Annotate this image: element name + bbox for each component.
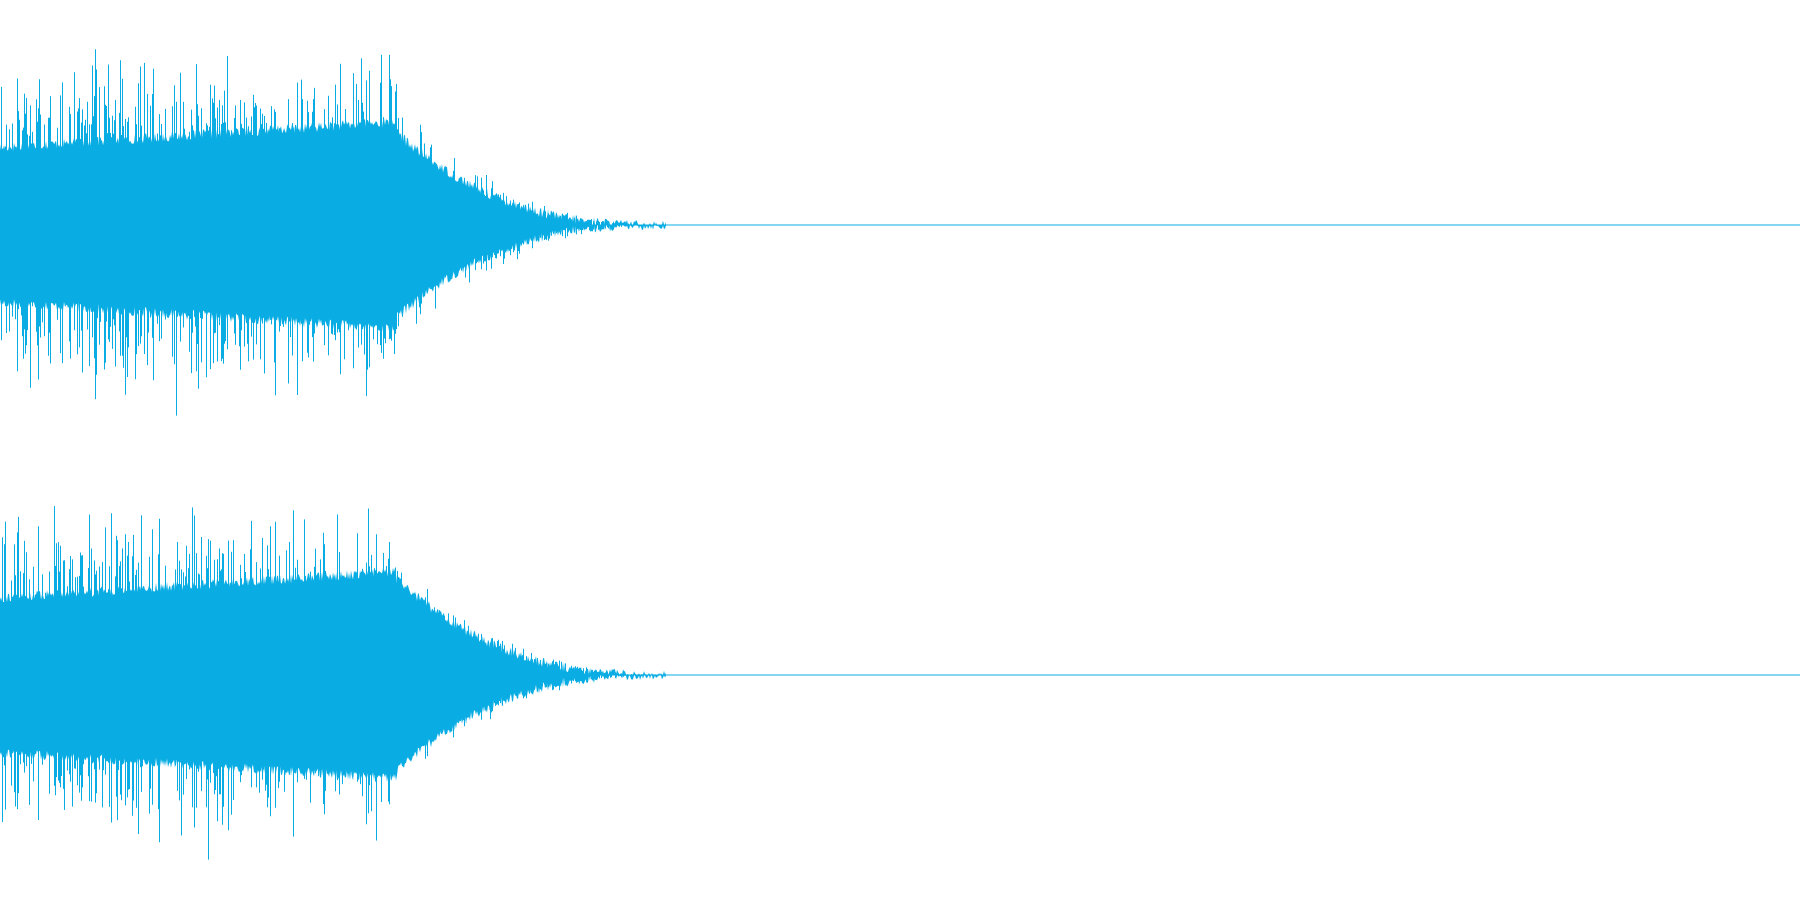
channel-1-waveform bbox=[0, 49, 666, 416]
channel-2-waveform bbox=[0, 506, 666, 860]
